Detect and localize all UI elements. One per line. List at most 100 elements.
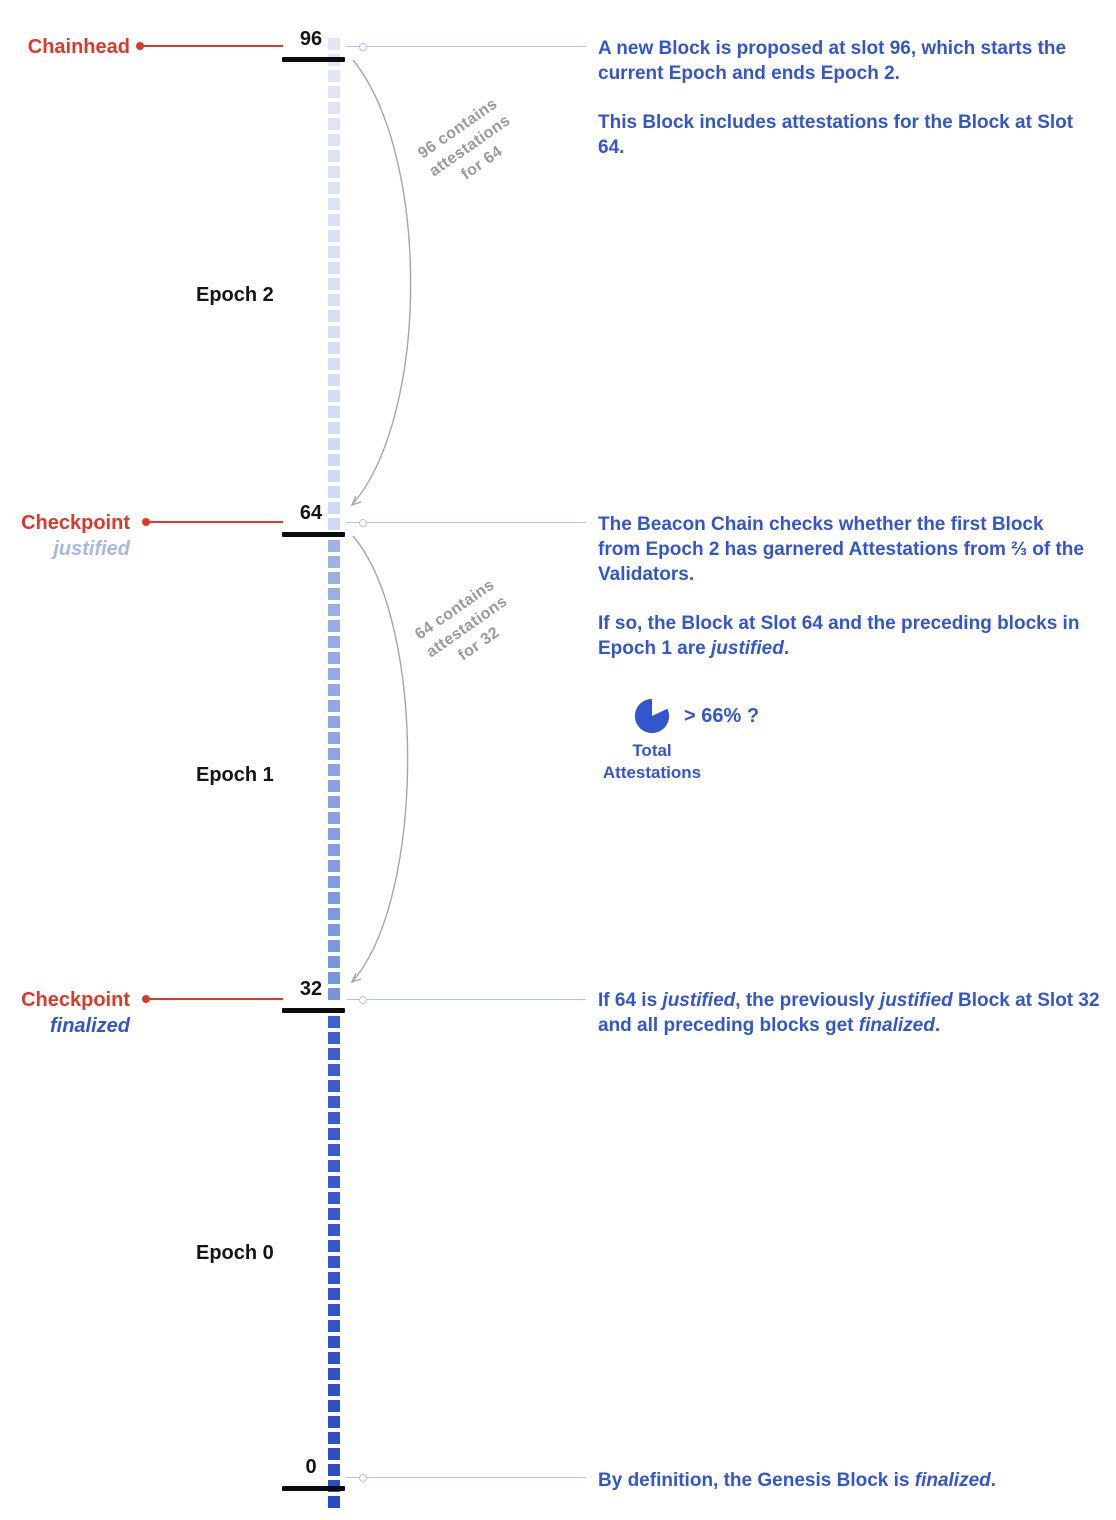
slot-square (328, 636, 340, 648)
connector-line-32 (346, 999, 586, 1000)
slot-square (328, 1032, 340, 1044)
slot-square (328, 716, 340, 728)
slot-square (328, 908, 340, 920)
pie-chart-icon (634, 698, 670, 734)
annotation-text-italic: finalized (914, 1470, 991, 1491)
slot-square (328, 1224, 340, 1236)
annotation-text-italic: justified (662, 990, 736, 1011)
slot-square (328, 1384, 340, 1396)
slot-square (328, 700, 340, 712)
slot-square (328, 620, 340, 632)
slot-square (328, 182, 340, 194)
slot-square (328, 1496, 340, 1508)
attestation-threshold: > 66% ? (633, 697, 759, 735)
annotation-text-italic: justified (711, 638, 784, 659)
slot-square (328, 1240, 340, 1252)
annotation-slot-96: A new Block is proposed at slot 96, whic… (598, 36, 1103, 160)
slot-square (328, 764, 340, 776)
slot-square (328, 86, 340, 98)
slot-square (328, 652, 340, 664)
slot-square (328, 1016, 340, 1028)
slot-square (328, 748, 340, 760)
slot-square (328, 1192, 340, 1204)
checkpoint-finalized-dot-icon (142, 995, 150, 1003)
slot-square (328, 1416, 340, 1428)
slot-square (328, 1368, 340, 1380)
annotation-text: If so, the Block at Slot 64 and the prec… (598, 613, 1080, 659)
annotation-text: . (934, 1015, 941, 1036)
slot-square (328, 876, 340, 888)
slot-square (328, 860, 340, 872)
epoch-0-label: Epoch 0 (196, 1242, 274, 1264)
arrow-96-attests-64 (351, 59, 412, 506)
connector-line-0 (346, 1477, 586, 1478)
slot-square (328, 150, 340, 162)
checkpoint-justified-label: Checkpoint (21, 512, 130, 534)
connector-line-96 (346, 46, 586, 47)
slot-square (328, 684, 340, 696)
slot-square (328, 342, 340, 354)
slot-square (328, 1128, 340, 1140)
connector-circle-0 (359, 1474, 367, 1482)
slot-square (328, 118, 340, 130)
epoch-2-slot-column (328, 38, 340, 530)
slot-square (328, 294, 340, 306)
slot-square (328, 572, 340, 584)
annotation-paragraph: This Block includes attestations for the… (598, 112, 1074, 158)
slot-square (328, 134, 340, 146)
slot-square (328, 1320, 340, 1332)
slot-square (328, 1144, 340, 1156)
pie-caption-total: Total (632, 741, 672, 760)
slot-square (328, 732, 340, 744)
connector-circle-96 (359, 43, 367, 51)
annotation-text-italic: justified (879, 990, 953, 1011)
chainhead-label: Chainhead (27, 36, 130, 58)
arrow-64-attests-32-head-icon (350, 972, 362, 984)
slot-square (328, 1432, 340, 1444)
slot-square (328, 102, 340, 114)
threshold-label: > 66% ? (684, 704, 760, 727)
chainhead-pointer-line (143, 45, 283, 47)
annotation-text: If 64 is (598, 990, 663, 1011)
slot-square (328, 1256, 340, 1268)
slot-square (328, 438, 340, 450)
slot-square (328, 246, 340, 258)
slot-square (328, 198, 340, 210)
checkpoint-finalized-pointer-line (149, 998, 283, 1000)
annotation-paragraph: A new Block is proposed at slot 96, whic… (598, 38, 1067, 84)
slot-square (328, 556, 340, 568)
epoch-2-label: Epoch 2 (196, 284, 274, 306)
slot-square (328, 1448, 340, 1460)
slot-square (328, 956, 340, 968)
slot-square (328, 924, 340, 936)
slot-square (328, 502, 340, 514)
slot-64-bar (282, 532, 345, 537)
checkpoint-justified-dot-icon (142, 518, 150, 526)
slot-square (328, 1080, 340, 1092)
slot-square (328, 1176, 340, 1188)
slot-square (328, 214, 340, 226)
connector-circle-64 (359, 519, 367, 527)
slot-0-bar (282, 1486, 345, 1491)
pie-caption-attestations: Attestations (602, 763, 702, 782)
pie-caption: Total Attestations (594, 740, 710, 784)
slot-square (328, 604, 340, 616)
slot-square (328, 1208, 340, 1220)
slot-square (328, 1048, 340, 1060)
slot-square (328, 668, 340, 680)
slot-square (328, 454, 340, 466)
slot-square (328, 518, 340, 530)
slot-square (328, 70, 340, 82)
annotation-slot-0: By definition, the Genesis Block is fina… (598, 1468, 1110, 1493)
slot-square (328, 1064, 340, 1076)
slot-square (328, 406, 340, 418)
connector-line-64 (346, 522, 586, 523)
checkpoint-justified-pointer-line (149, 521, 283, 523)
slot-square (328, 1112, 340, 1124)
connector-circle-32 (359, 996, 367, 1004)
slot-square (328, 358, 340, 370)
slot-square (328, 486, 340, 498)
slot-square (328, 422, 340, 434)
slot-square (328, 1352, 340, 1364)
slot-square (328, 540, 340, 552)
